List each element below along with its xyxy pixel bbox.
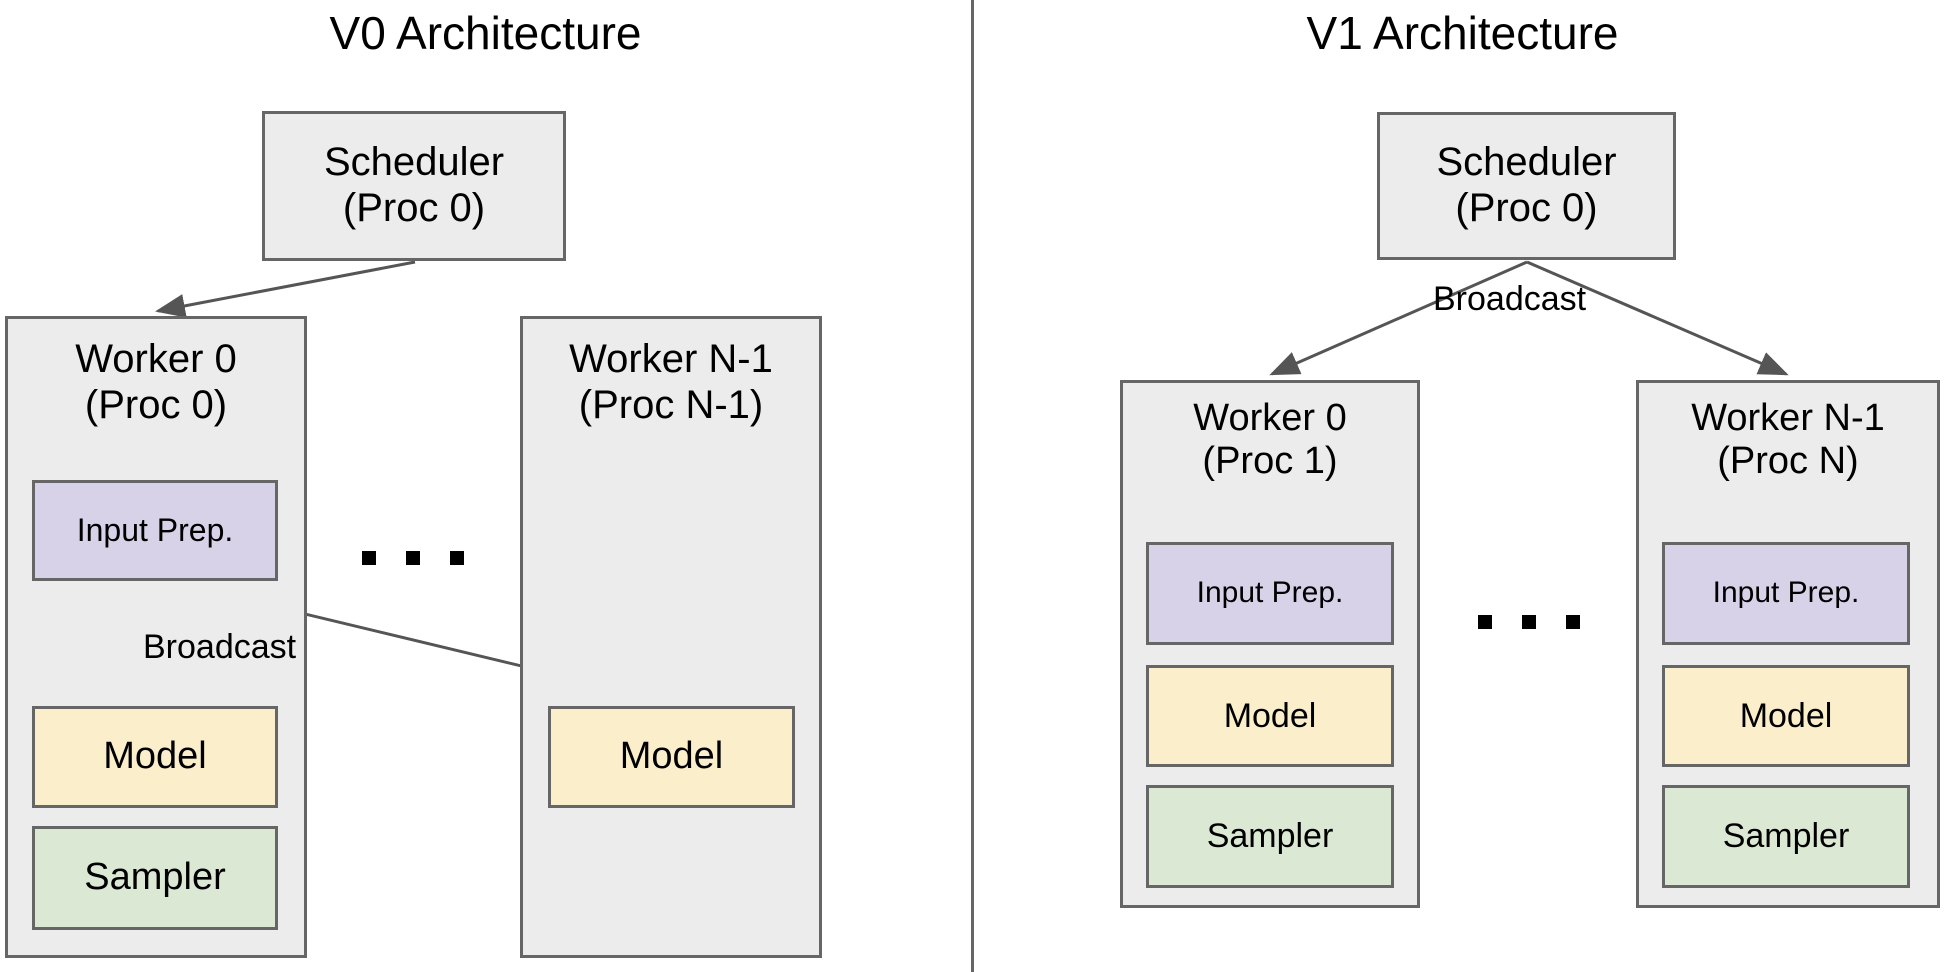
v0-dot-1 — [362, 551, 376, 565]
v1-worker-0-input-prep-label: Input Prep. — [1196, 576, 1344, 610]
v1-ellipsis-dots — [1478, 615, 1580, 629]
v0-worker-0-sampler-box[interactable]: Sampler — [32, 826, 278, 930]
v1-worker-n1-sampler-box[interactable]: Sampler — [1662, 785, 1910, 888]
v0-scheduler-box[interactable]: Scheduler (Proc 0) — [262, 111, 566, 261]
v1-panel-title: V1 Architecture — [1306, 7, 1619, 59]
v0-worker-0-model-box[interactable]: Model — [32, 706, 278, 808]
v1-dot-1 — [1478, 615, 1492, 629]
v0-worker-0-sampler-label: Sampler — [84, 856, 226, 899]
panel-v1-architecture: V1 Architecture Scheduler (Proc 0) Worke… — [971, 0, 1954, 972]
v1-worker-n1-model-label: Model — [1739, 696, 1833, 735]
v0-panel-title: V0 Architecture — [329, 7, 642, 59]
v0-worker-0-model-label: Model — [103, 735, 207, 778]
v1-worker-n1-input-prep-box[interactable]: Input Prep. — [1662, 542, 1910, 645]
v1-worker-n1-sampler-label: Sampler — [1722, 817, 1850, 856]
v1-worker-0-model-label: Model — [1223, 696, 1317, 735]
v0-broadcast-label: Broadcast — [143, 628, 297, 666]
v0-scheduler-label: Scheduler (Proc 0) — [323, 140, 505, 230]
v0-worker-0-label: Worker 0 (Proc 0) — [75, 337, 237, 427]
v1-worker-n1-model-box[interactable]: Model — [1662, 665, 1910, 767]
v0-dot-3 — [450, 551, 464, 565]
v0-worker-n1-label: Worker N-1 (Proc N-1) — [569, 337, 773, 427]
v1-dot-3 — [1566, 615, 1580, 629]
v1-broadcast-label: Broadcast — [1433, 280, 1587, 318]
v0-worker-0-input-prep-label: Input Prep. — [76, 512, 234, 549]
v1-worker-0-input-prep-box[interactable]: Input Prep. — [1146, 542, 1394, 645]
v0-worker-n1-model-label: Model — [619, 735, 724, 778]
v1-dot-2 — [1522, 615, 1536, 629]
v1-worker-n1-input-prep-label: Input Prep. — [1712, 576, 1860, 610]
panel-v0-architecture: V0 Architecture Scheduler (Proc 0) Worke… — [0, 0, 971, 972]
v0-worker-0-input-prep-box[interactable]: Input Prep. — [32, 480, 278, 581]
v1-worker-0-sampler-label: Sampler — [1206, 817, 1334, 856]
v1-scheduler-box[interactable]: Scheduler (Proc 0) — [1377, 112, 1676, 260]
v0-worker-n1-model-box[interactable]: Model — [548, 706, 795, 808]
v1-worker-0-model-box[interactable]: Model — [1146, 665, 1394, 767]
v0-ellipsis-dots — [362, 551, 464, 565]
panel-divider — [971, 0, 974, 972]
v0-dot-2 — [406, 551, 420, 565]
v0-worker-n1-box[interactable]: Worker N-1 (Proc N-1) — [520, 316, 822, 958]
v1-worker-n1-label: Worker N-1 (Proc N) — [1691, 397, 1885, 483]
v1-worker-0-sampler-box[interactable]: Sampler — [1146, 785, 1394, 888]
v1-worker-0-label: Worker 0 (Proc 1) — [1193, 397, 1347, 483]
v1-scheduler-label: Scheduler (Proc 0) — [1436, 140, 1617, 230]
